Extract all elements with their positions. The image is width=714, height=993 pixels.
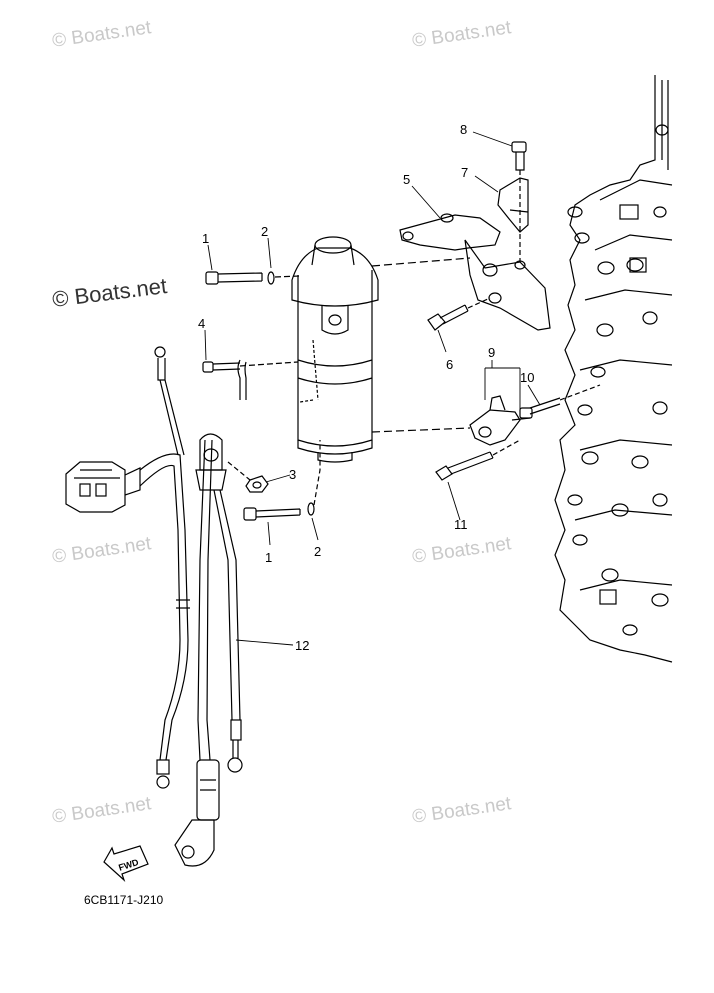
callout-8: 8 — [460, 122, 467, 137]
screw-part-4 — [202, 359, 299, 400]
wire-harness-part-12 — [65, 346, 243, 867]
bolt-part-1-lower — [243, 440, 321, 521]
bolt-part-11 — [435, 439, 521, 481]
bolt-part-1-upper — [205, 257, 471, 285]
clamp-part-7 — [497, 177, 529, 233]
callout-labels: 1 2 4 1 2 3 5 6 7 8 9 10 11 12 FWD — [117, 122, 534, 873]
callout-1-upper: 1 — [202, 231, 209, 246]
fwd-arrow-icon — [103, 845, 149, 882]
callout-7: 7 — [461, 165, 468, 180]
callout-10: 10 — [520, 370, 534, 385]
bolt-part-6 — [427, 297, 491, 331]
callout-5: 5 — [403, 172, 410, 187]
bracket-part-5 — [399, 213, 551, 331]
diagram-code: 6CB1171-J210 — [84, 893, 164, 907]
nut-part-3 — [227, 461, 269, 493]
engine-block — [554, 75, 673, 663]
callout-6: 6 — [446, 357, 453, 372]
callout-12: 12 — [295, 638, 309, 653]
callout-2-lower: 2 — [314, 544, 321, 559]
leader-lines — [204, 131, 541, 646]
callout-2-upper: 2 — [261, 224, 268, 239]
callout-4: 4 — [198, 316, 205, 331]
callout-3: 3 — [289, 467, 296, 482]
callout-9: 9 — [488, 345, 495, 360]
callout-11: 11 — [454, 517, 468, 532]
starter-motor — [291, 236, 379, 463]
bolt-part-8 — [511, 141, 527, 262]
callout-1-lower: 1 — [265, 550, 272, 565]
fwd-label: FWD — [117, 857, 140, 873]
bracket-part-9 — [371, 384, 601, 446]
